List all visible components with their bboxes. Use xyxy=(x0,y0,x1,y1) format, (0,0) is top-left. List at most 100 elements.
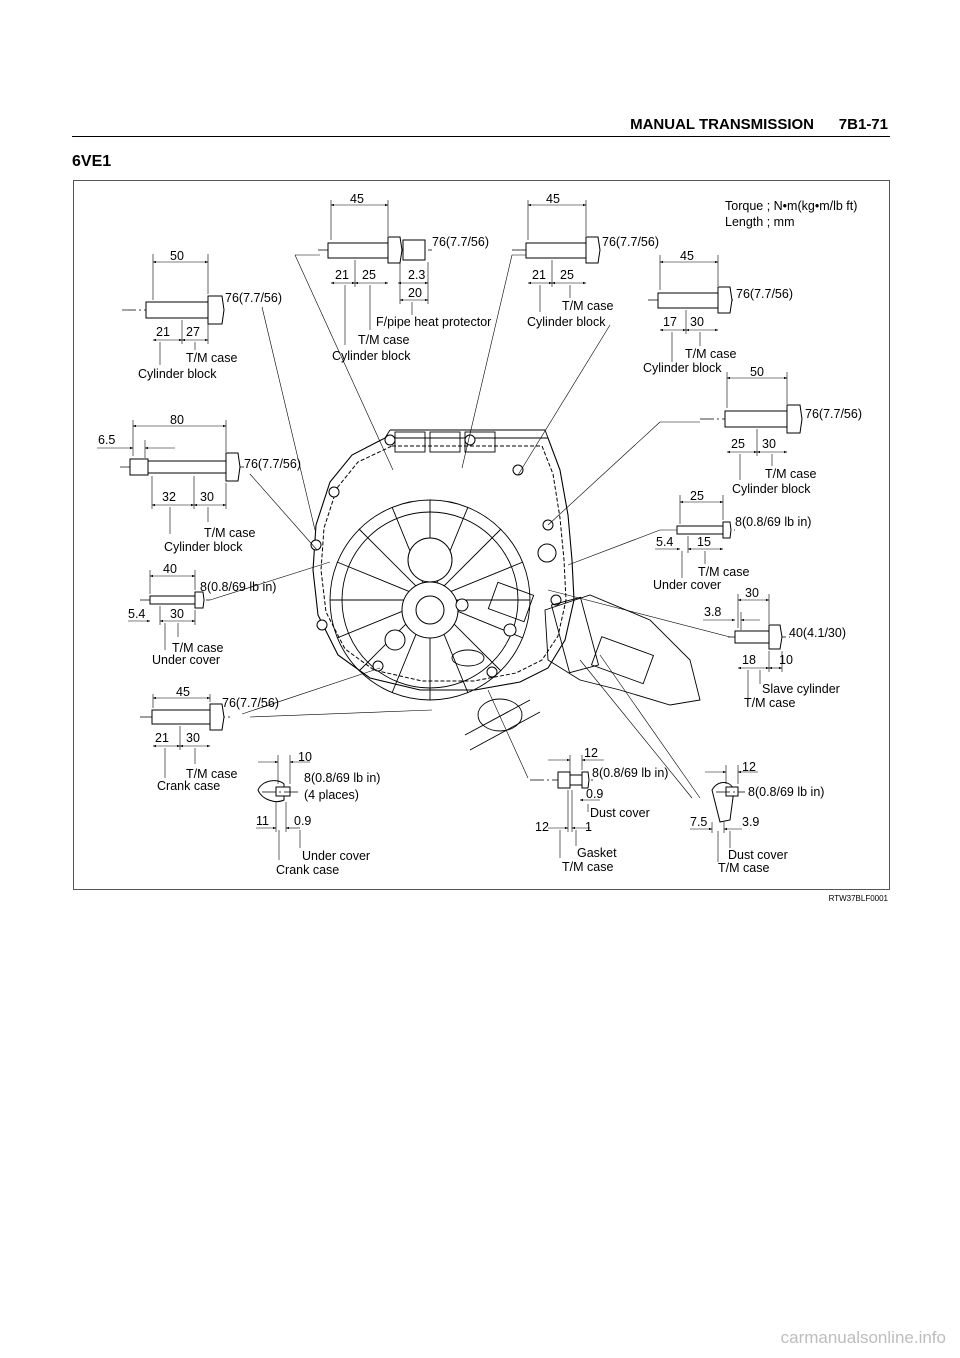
b2-d4: 20 xyxy=(408,286,422,300)
b6-d2: 30 xyxy=(762,437,776,451)
b11-places: (4 places) xyxy=(304,788,359,802)
b4-label-1: T/M case xyxy=(685,347,736,361)
figure-code: RTW37BLF0001 xyxy=(828,894,888,903)
bolt-2-callout: 45 76(7.7/56) 21 25 2.3 20 F/pipe heat p… xyxy=(318,192,491,363)
legend-length: Length ; mm xyxy=(725,215,794,229)
b9-length: 30 xyxy=(745,586,759,600)
b13-label-1: Dust cover xyxy=(728,848,788,862)
b2-label-1: F/pipe heat protector xyxy=(376,315,491,329)
b7-label-2: Under cover xyxy=(653,578,721,592)
b7-torque: 8(0.8/69 lb in) xyxy=(735,515,811,529)
b7-d2: 15 xyxy=(697,535,711,549)
b10-d1: 21 xyxy=(155,731,169,745)
b6-torque: 76(7.7/56) xyxy=(805,407,862,421)
b6-d1: 25 xyxy=(731,437,745,451)
figure-frame xyxy=(73,180,890,890)
bolt-1-callout: 50 76(7.7/56) 21 27 T/M case Cylinder bl… xyxy=(122,249,282,381)
b9-torque: 40(4.1/30) xyxy=(789,626,846,640)
page-number: 7B1-71 xyxy=(838,116,888,133)
b4-d1: 17 xyxy=(663,315,677,329)
bolt-13-callout: 12 8(0.8/69 lb in) 7.5 3.9 Dust cover T/… xyxy=(690,760,824,875)
b8-torque: 8(0.8/69 lb in) xyxy=(200,580,276,594)
b1-torque: 76(7.7/56) xyxy=(225,291,282,305)
b6-length: 50 xyxy=(750,365,764,379)
transmission-housing xyxy=(310,429,701,751)
b9-label-1: Slave cylinder xyxy=(762,682,840,696)
b3-torque: 76(7.7/56) xyxy=(602,235,659,249)
b2-torque: 76(7.7/56) xyxy=(432,235,489,249)
b5-d0: 6.5 xyxy=(98,433,115,447)
bolt-6-callout: 50 76(7.7/56) 25 30 T/M case Cylinder bl… xyxy=(700,365,862,496)
b5-label-1: T/M case xyxy=(204,526,255,540)
b9-d2: 10 xyxy=(779,653,793,667)
bolt-4-callout: 45 76(7.7/56) 17 30 T/M case Cylinder bl… xyxy=(643,249,793,375)
b4-torque: 76(7.7/56) xyxy=(736,287,793,301)
b8-label-1: T/M case xyxy=(172,641,223,655)
b2-d2: 25 xyxy=(362,268,376,282)
b10-d2: 30 xyxy=(186,731,200,745)
bolt-5-callout: 80 6.5 76(7.7/56) 32 30 T/M case Cylinde… xyxy=(97,413,301,554)
b12-length: 12 xyxy=(584,746,598,760)
b10-length: 45 xyxy=(176,685,190,699)
bolt-3-callout: 45 76(7.7/56) 21 25 T/M case Cylinder bl… xyxy=(512,192,659,329)
b3-d1: 21 xyxy=(532,268,546,282)
b12-d1: 0.9 xyxy=(586,787,603,801)
bolt-7-callout: 25 8(0.8/69 lb in) 5.4 15 T/M case Under… xyxy=(653,489,811,592)
b2-label-2: T/M case xyxy=(358,333,409,347)
b9-label-2: T/M case xyxy=(744,696,795,710)
bolt-10-callout: 45 76(7.7/56) 21 30 T/M case Crank case xyxy=(140,685,279,793)
b11-d1: 11 xyxy=(256,814,269,828)
b9-d1: 18 xyxy=(742,653,756,667)
b2-length: 45 xyxy=(350,192,364,206)
b4-length: 45 xyxy=(680,249,694,263)
b11-length: 10 xyxy=(298,750,312,764)
b3-label-2: Cylinder block xyxy=(527,315,606,329)
section-title: MANUAL TRANSMISSION xyxy=(630,116,814,133)
bolt-12-callout: 12 8(0.8/69 lb in) 0.9 Dust cover 12 1 G… xyxy=(530,746,668,874)
b8-d2: 30 xyxy=(170,607,184,621)
b13-torque: 8(0.8/69 lb in) xyxy=(748,785,824,799)
b5-length: 80 xyxy=(170,413,184,427)
b13-d1: 7.5 xyxy=(690,815,707,829)
watermark-footer: carmanualsonline.info xyxy=(780,1328,946,1347)
b12-label-2: Gasket xyxy=(577,846,617,860)
bolt-11-callout: 10 8(0.8/69 lb in) (4 places) 11 0.9 Und… xyxy=(256,750,380,877)
b11-torque: 8(0.8/69 lb in) xyxy=(304,771,380,785)
b6-label-1: T/M case xyxy=(765,467,816,481)
b9-d0: 3.8 xyxy=(704,605,721,619)
b2-label-3: Cylinder block xyxy=(332,349,411,363)
b13-label-2: T/M case xyxy=(718,861,769,875)
b7-label-1: T/M case xyxy=(698,565,749,579)
b3-d2: 25 xyxy=(560,268,574,282)
b13-length: 12 xyxy=(742,760,756,774)
b12-d2: 12 xyxy=(535,820,549,834)
b11-d2: 0.9 xyxy=(294,814,311,828)
b1-label-2: Cylinder block xyxy=(138,367,217,381)
b10-label-1: T/M case xyxy=(186,767,237,781)
bolt-8-callout: 40 8(0.8/69 lb in) 5.4 30 T/M case Under… xyxy=(128,562,276,667)
b8-d1: 5.4 xyxy=(128,607,145,621)
b7-length: 25 xyxy=(690,489,704,503)
b10-torque: 76(7.7/56) xyxy=(222,696,279,710)
b8-label-2: Under cover xyxy=(152,653,220,667)
b12-label-1: Dust cover xyxy=(590,806,650,820)
page-header: MANUAL TRANSMISSION 7B1-71 xyxy=(72,116,890,137)
b10-label-2: Crank case xyxy=(157,779,220,793)
model-code: 6VE1 xyxy=(72,153,112,170)
b5-torque: 76(7.7/56) xyxy=(244,457,301,471)
b13-d2: 3.9 xyxy=(742,815,759,829)
b2-d3: 2.3 xyxy=(408,268,425,282)
b6-label-2: Cylinder block xyxy=(732,482,811,496)
b7-d1: 5.4 xyxy=(656,535,673,549)
b12-label-3: T/M case xyxy=(562,860,613,874)
b1-label-1: T/M case xyxy=(186,351,237,365)
b11-label-1: Under cover xyxy=(302,849,370,863)
bolt-9-callout: 30 3.8 40(4.1/30) 18 10 Slave cylinder T… xyxy=(703,586,846,710)
leader-lines xyxy=(209,254,731,799)
b3-length: 45 xyxy=(546,192,560,206)
b12-d3: 1 xyxy=(585,820,592,834)
b3-label-1: T/M case xyxy=(562,299,613,313)
b5-d1: 32 xyxy=(162,490,176,504)
b4-d2: 30 xyxy=(690,315,704,329)
